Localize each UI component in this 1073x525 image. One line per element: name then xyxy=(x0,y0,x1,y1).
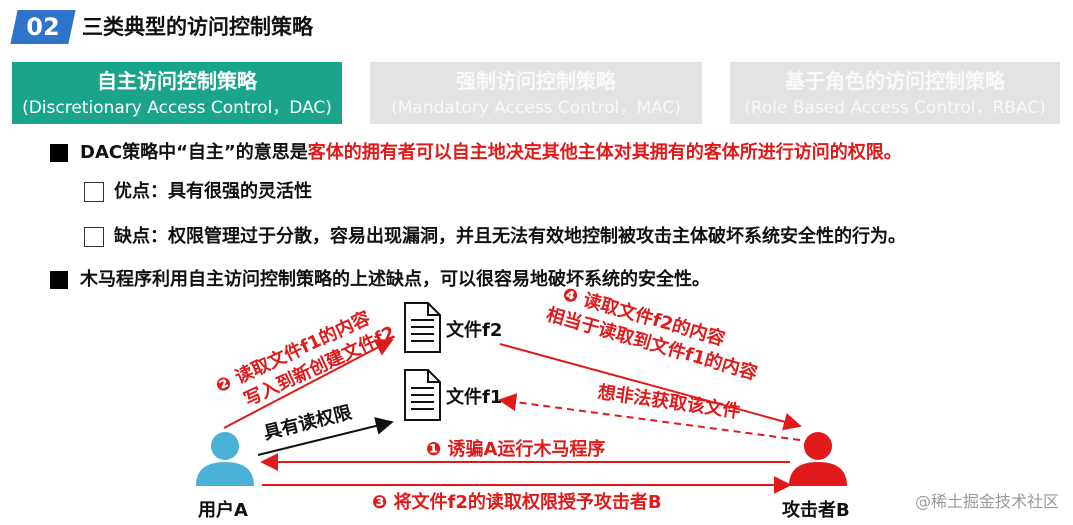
tab-dac-title: 自主访问控制策略 xyxy=(97,69,257,93)
tab-rbac[interactable]: 基于角色的访问控制策略 (Role Based Access Control，R… xyxy=(730,62,1060,124)
tab-mac-title: 强制访问控制策略 xyxy=(456,69,616,93)
arrow-step2 xyxy=(223,339,394,429)
user-a-icon xyxy=(196,432,254,486)
bullet-square-icon xyxy=(50,144,68,162)
dac-definition-highlight: 客体的拥有者可以自主地决定其他主体对其拥有的客体所进行访问的权限。 xyxy=(307,142,902,163)
con-text: 缺点：权限管理过于分散，容易出现漏洞，并且无法有效地控制被攻击主体破坏系统安全性… xyxy=(114,226,906,247)
file-f2-icon xyxy=(404,302,441,353)
file-f2-label: 文件f2 xyxy=(446,319,502,341)
step3-label: ❸ 将文件f2的读取权限授予攻击者B xyxy=(372,491,662,513)
arrow-illegal-access xyxy=(498,393,801,441)
tab-rbac-title: 基于角色的访问控制策略 xyxy=(785,69,1005,93)
tab-dac[interactable]: 自主访问控制策略 (Discretionary Access Control，D… xyxy=(12,62,342,124)
dac-definition: DAC策略中“自主”的意思是客体的拥有者可以自主地决定其他主体对其拥有的客体所进… xyxy=(80,140,902,166)
step1-label: ❶ 诱骗A运行木马程序 xyxy=(426,438,605,460)
file-f1-icon xyxy=(404,369,441,421)
tab-rbac-subtitle: (Role Based Access Control，RBAC) xyxy=(744,98,1046,118)
tab-dac-subtitle: (Discretionary Access Control，DAC) xyxy=(22,98,332,118)
read-permission-label: 具有读权限 xyxy=(261,401,355,444)
checkbox-icon xyxy=(84,227,104,247)
tab-mac[interactable]: 强制访问控制策略 (Mandatory Access Control，MAC) xyxy=(370,62,702,124)
tab-mac-subtitle: (Mandatory Access Control，MAC) xyxy=(391,98,681,118)
attacker-b-icon xyxy=(789,432,847,486)
file-f1-label: 文件f1 xyxy=(446,386,502,408)
arrow-read-permission xyxy=(257,417,394,456)
dac-definition-prefix: DAC策略中“自主”的意思是 xyxy=(80,142,308,163)
page-title: 三类典型的访问控制策略 xyxy=(82,15,313,39)
arrow-step4 xyxy=(499,343,802,431)
pro-text: 优点：具有很强的灵活性 xyxy=(114,181,312,202)
user-a-label: 用户A xyxy=(198,499,248,521)
bullet-square-icon xyxy=(50,271,68,289)
checkbox-icon xyxy=(84,182,104,202)
section-number: 02 xyxy=(26,13,60,41)
attacker-b-label: 攻击者B xyxy=(782,499,850,521)
watermark: @稀土掘金技术社区 xyxy=(914,492,1059,511)
trojan-statement: 木马程序利用自主访问控制策略的上述缺点，可以很容易地破坏系统的安全性。 xyxy=(80,269,710,290)
